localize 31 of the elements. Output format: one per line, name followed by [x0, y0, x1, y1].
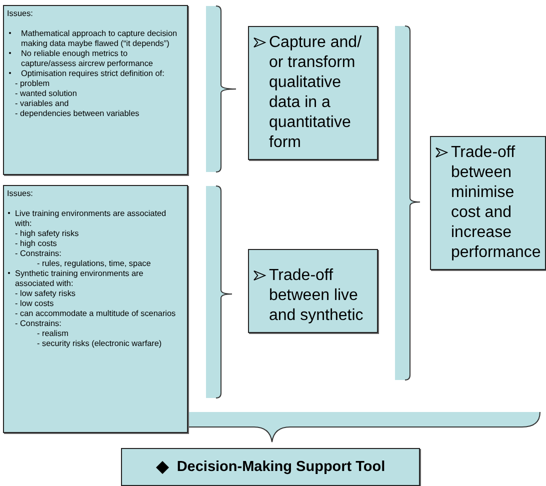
label: Trade-off between live and synthetic: [269, 266, 364, 326]
list-item: Live training environments are associated with:: [7, 209, 184, 229]
text-box: [248, 26, 378, 160]
text-box: [430, 136, 546, 270]
list-item: - high safety risks: [14, 229, 80, 239]
heading: Issues:: [7, 9, 34, 19]
list-item: - security risks (electronic warfare): [36, 339, 163, 349]
list-item: No reliable enough metrics to capture/assess aircrew performance: [7, 49, 184, 69]
heading: Issues:: [7, 189, 34, 199]
list-item: Synthetic training environments are associated with:: [7, 269, 184, 289]
list-item: - Constrains:: [14, 319, 62, 329]
label: Capture and/ or transform qualitative data in a quantitative form: [269, 33, 363, 153]
title-label: Decision-Making Support Tool: [176, 459, 386, 475]
text-box: [121, 448, 420, 486]
list-item: - dependencies between variables: [14, 109, 140, 119]
list-item: Mathematical approach to capture decision making data maybe flawed (“it depends”): [7, 29, 184, 49]
list-item: - wanted solution: [14, 89, 78, 99]
issues-box: [3, 5, 188, 175]
label: Trade-off between minimise cost and increase performance: [451, 143, 542, 263]
list-item: - can accommodate a multitude of scenarios: [14, 309, 177, 319]
list-item: Optimisation requires strict definition of:: [7, 69, 184, 79]
list-item: - problem: [14, 79, 51, 89]
issues-box: [3, 185, 188, 433]
list-item: - Constrains:: [14, 249, 62, 259]
list-item: - rules, regulations, time, space: [36, 259, 152, 269]
text-box: [248, 249, 378, 333]
list-item: - variables and: [14, 99, 70, 109]
list-item: - realism: [36, 329, 70, 339]
list-item: - low costs: [14, 299, 55, 309]
list-item: - low safety risks: [14, 289, 77, 299]
list-item: - high costs: [14, 239, 58, 249]
